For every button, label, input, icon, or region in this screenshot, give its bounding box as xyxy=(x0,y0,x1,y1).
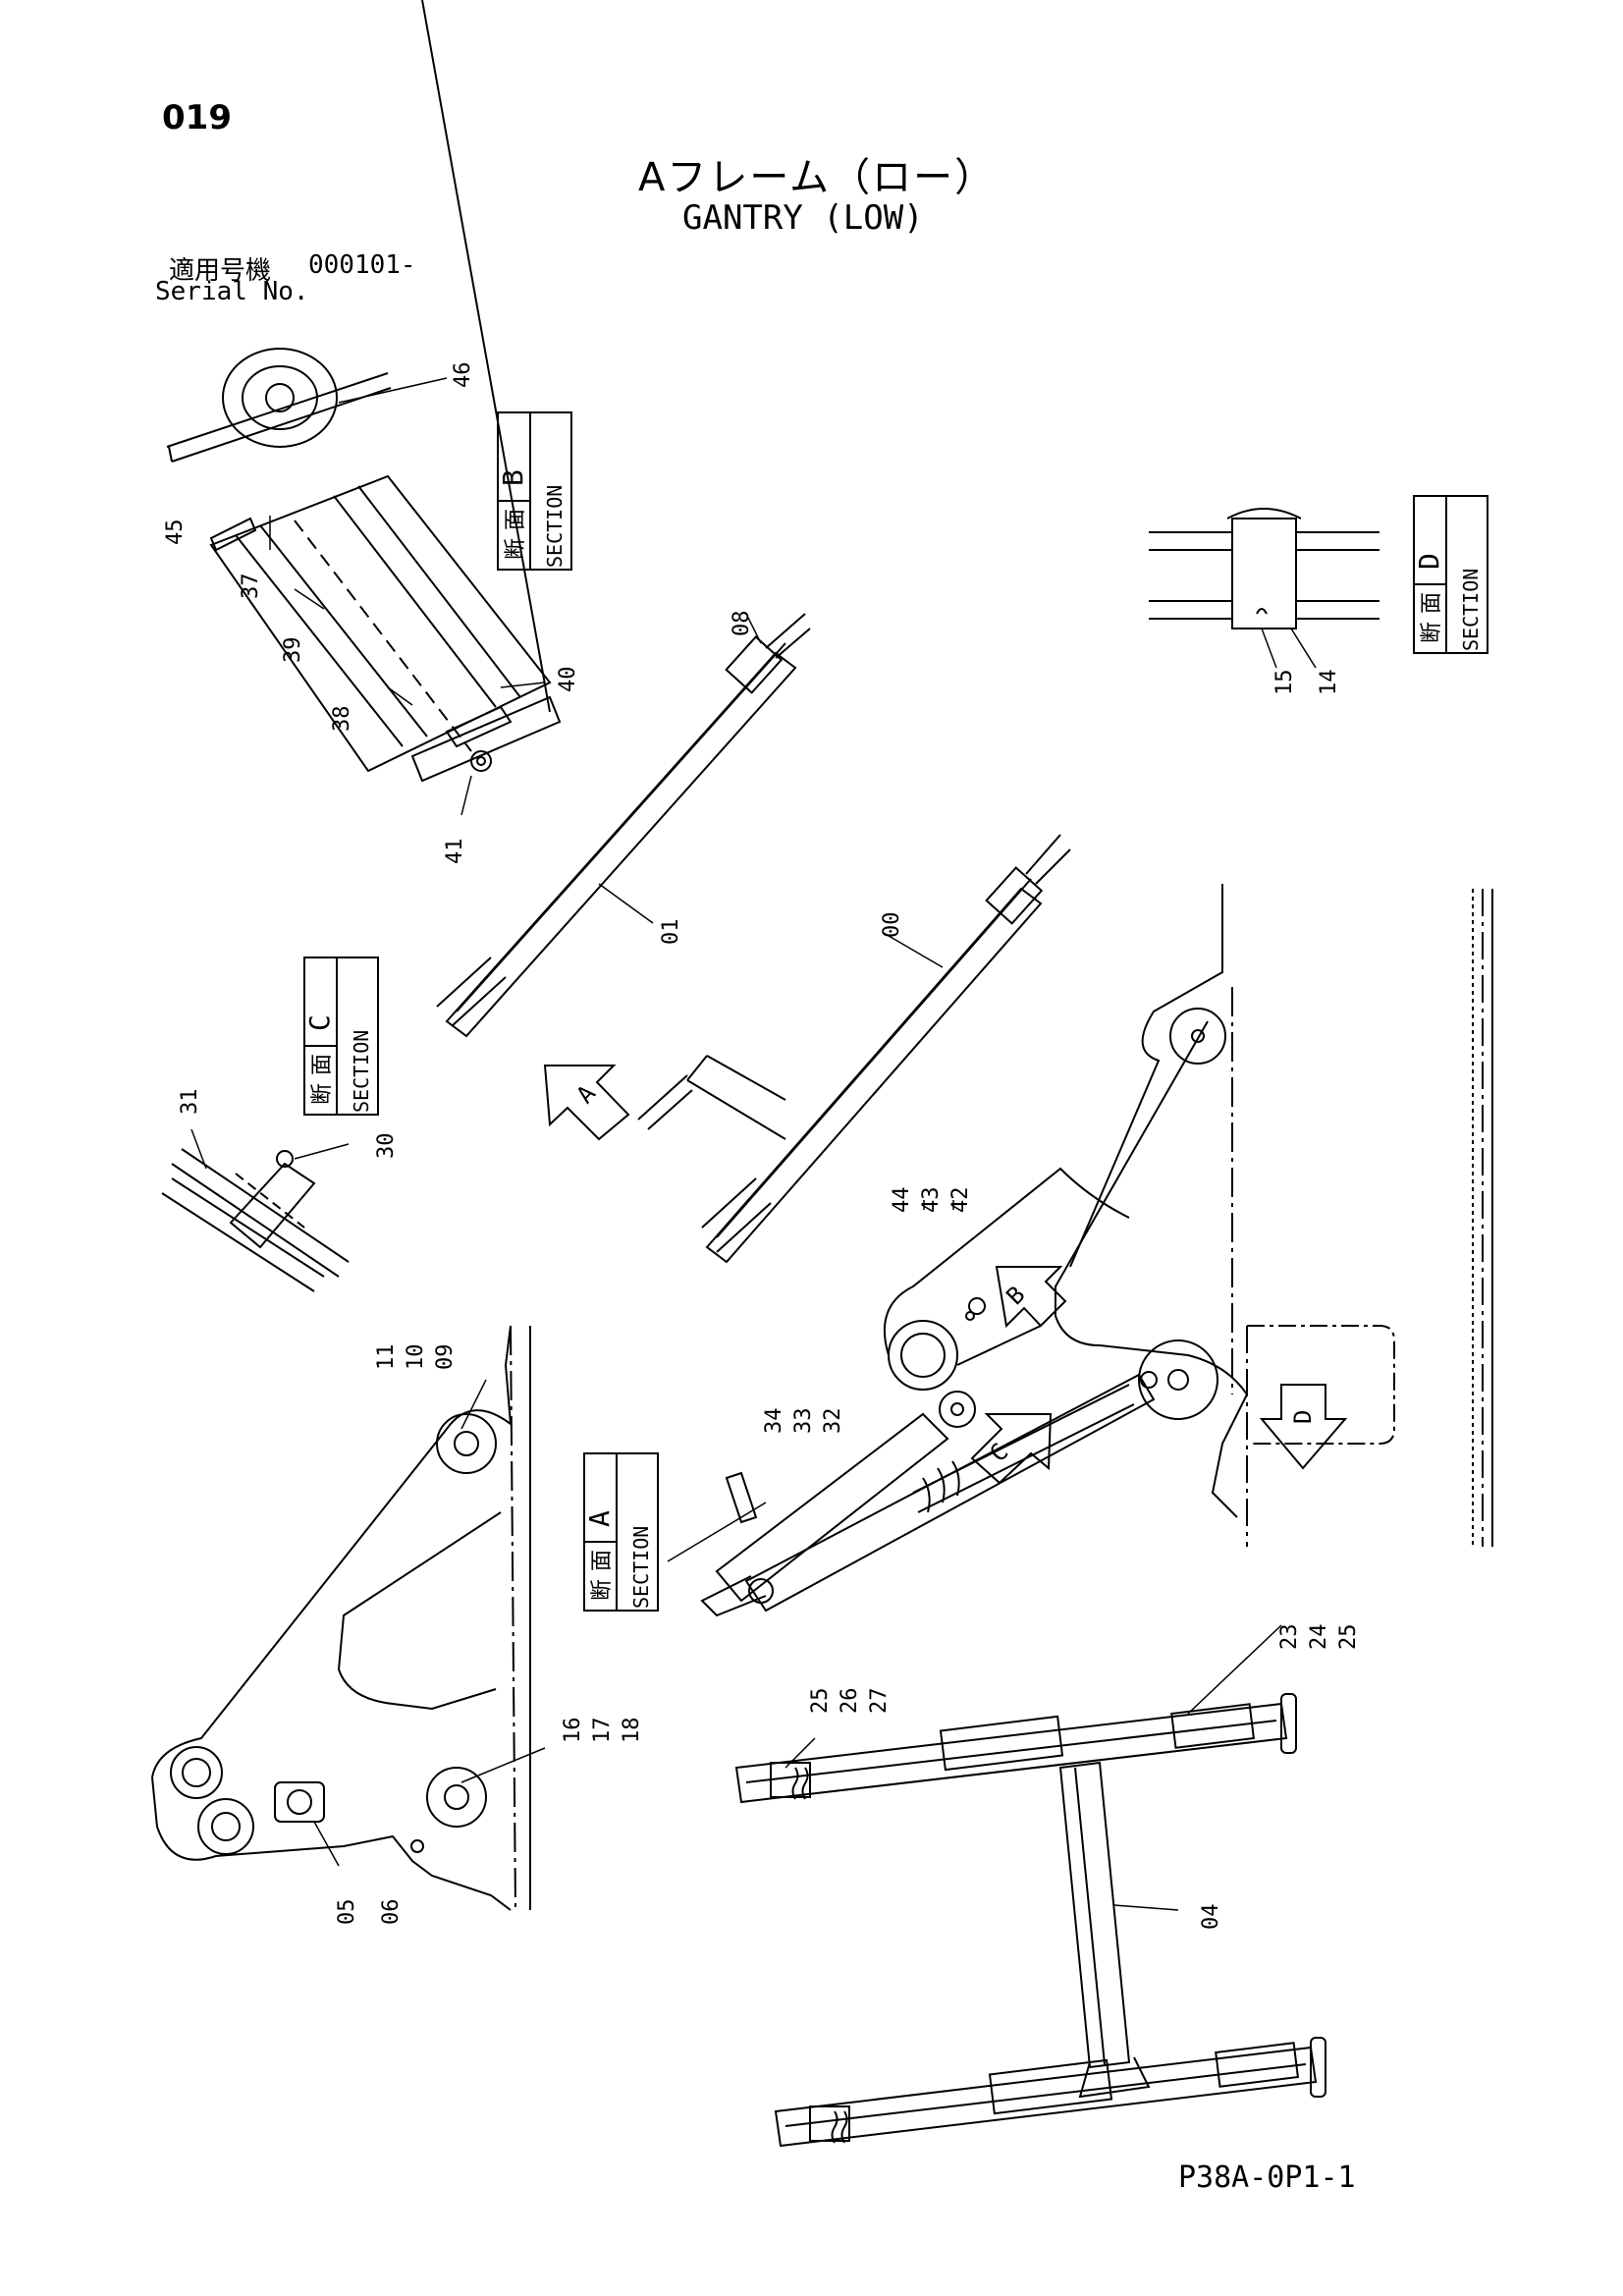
left-frame xyxy=(151,1325,546,1911)
dash-marks-44-42 xyxy=(923,1200,954,1210)
section-box-a xyxy=(583,1452,659,1612)
view-arrow-d xyxy=(1259,1384,1348,1470)
part-label-23: 23 xyxy=(1277,1624,1302,1651)
section-d-word: SECTION xyxy=(1459,569,1483,651)
part-label-30: 30 xyxy=(374,1133,399,1160)
view-arrow-c xyxy=(970,1413,1053,1485)
section-a-letter: A xyxy=(583,1510,616,1527)
section-c-kanji-1: 断 xyxy=(310,1083,335,1105)
view-arrow-b xyxy=(995,1266,1067,1329)
section-a-word: SECTION xyxy=(629,1526,653,1609)
section-c-detail xyxy=(161,1128,350,1292)
part-label-11: 11 xyxy=(374,1344,399,1371)
part-label-25-left: 25 xyxy=(808,1688,833,1715)
section-c-kanji-2: 面 xyxy=(310,1054,335,1075)
drawing-code: P38A-0P1-1 xyxy=(1178,2160,1356,2195)
part-label-46: 46 xyxy=(451,362,475,389)
part-label-31: 31 xyxy=(178,1089,202,1116)
bottom-frame xyxy=(734,1624,1326,2148)
part-label-40: 40 xyxy=(556,667,580,693)
serial-label-english: Serial No. xyxy=(155,277,309,306)
part-label-15: 15 xyxy=(1272,670,1297,696)
section-a-kanji-1: 断 xyxy=(590,1579,615,1601)
part-label-34: 34 xyxy=(762,1408,786,1435)
part-label-43: 43 xyxy=(919,1187,944,1214)
section-b-detail xyxy=(166,0,562,816)
section-c-letter: C xyxy=(303,1014,336,1031)
part-label-24: 24 xyxy=(1307,1624,1331,1651)
part-number-labels: 45 46 37 39 38 40 41 08 01 00 15 14 31 3… xyxy=(163,362,1361,1931)
part-label-09: 09 xyxy=(433,1344,458,1371)
serial-number-value: 000101- xyxy=(308,250,416,280)
serial-label-japanese: 適用号機 xyxy=(169,256,272,286)
part-label-44: 44 xyxy=(890,1187,914,1214)
part-label-06: 06 xyxy=(379,1899,404,1926)
title-english: GANTRY (LOW) xyxy=(682,198,924,238)
part-label-17: 17 xyxy=(590,1718,615,1744)
part-label-25-right: 25 xyxy=(1336,1624,1361,1651)
section-b-kanji-1: 断 xyxy=(504,538,528,560)
part-label-38: 38 xyxy=(330,706,354,733)
part-label-18: 18 xyxy=(620,1718,644,1744)
part-label-14: 14 xyxy=(1317,670,1341,696)
right-frame xyxy=(667,884,1493,1617)
section-box-c xyxy=(303,957,379,1116)
part-label-45: 45 xyxy=(163,519,188,546)
part-label-26: 26 xyxy=(838,1688,862,1715)
part-label-41: 41 xyxy=(443,839,467,865)
part-label-42: 42 xyxy=(948,1187,973,1214)
rod-01 xyxy=(436,613,811,1038)
part-label-16: 16 xyxy=(561,1718,585,1744)
view-arrow-d-label: D xyxy=(1289,1410,1317,1424)
section-b-kanji-2: 面 xyxy=(504,509,528,530)
page-number: 019 xyxy=(162,98,232,137)
title-japanese: Aフレーム（ロー） xyxy=(638,155,997,200)
section-d-detail xyxy=(1149,508,1380,669)
part-label-08: 08 xyxy=(730,611,754,637)
section-b-letter: B xyxy=(497,469,529,486)
part-label-00: 00 xyxy=(880,912,904,939)
part-label-33: 33 xyxy=(791,1408,816,1435)
section-box-d xyxy=(1413,495,1488,654)
part-label-05: 05 xyxy=(335,1899,359,1926)
part-label-04: 04 xyxy=(1199,1904,1223,1931)
view-arrow-a-label: A xyxy=(571,1079,602,1109)
section-d-letter: D xyxy=(1413,553,1445,570)
section-d-kanji-2: 面 xyxy=(1420,592,1444,614)
part-label-37: 37 xyxy=(239,574,263,600)
part-label-01: 01 xyxy=(659,919,683,946)
part-label-27: 27 xyxy=(867,1688,892,1715)
section-box-labels: 断 面 SECTION B 断 面 SECTION D 断 面 SECTION … xyxy=(303,469,1483,1609)
section-a-kanji-2: 面 xyxy=(590,1550,615,1571)
section-d-kanji-1: 断 xyxy=(1420,622,1444,643)
section-c-word: SECTION xyxy=(350,1030,373,1113)
part-label-39: 39 xyxy=(281,637,305,664)
view-arrow-a xyxy=(543,1065,630,1141)
part-label-32: 32 xyxy=(821,1408,845,1435)
view-arrow-b-label: B xyxy=(1001,1281,1030,1310)
section-box-b xyxy=(497,411,572,571)
rod-00 xyxy=(637,834,1071,1264)
section-b-word: SECTION xyxy=(543,485,567,568)
part-label-10: 10 xyxy=(404,1344,428,1371)
